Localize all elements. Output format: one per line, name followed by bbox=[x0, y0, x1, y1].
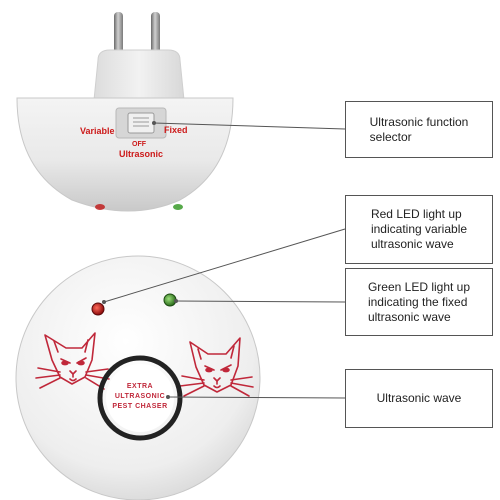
leader-line-selector bbox=[153, 122, 346, 130]
callout-ultrasonic-wave: Ultrasonic wave bbox=[345, 369, 493, 428]
leader-line-red-led bbox=[103, 228, 346, 303]
cat-graphic-right bbox=[179, 337, 254, 397]
badge-line-1: EXTRA bbox=[127, 383, 153, 390]
leader-dots bbox=[102, 121, 178, 399]
callout-green-led-text: Green LED light up indicating the fixed … bbox=[367, 279, 471, 324]
switch-ultrasonic-label: Ultrasonic bbox=[119, 149, 163, 159]
leader-dot-wave bbox=[166, 395, 170, 399]
callout-selector-text: Ultrasonic function selector bbox=[369, 114, 469, 144]
speaker-inner bbox=[106, 364, 174, 432]
leader-dot-selector bbox=[152, 121, 156, 125]
callout-red-led: Red LED light up indicating variable ult… bbox=[345, 195, 493, 264]
leader-dot-red-led bbox=[102, 300, 106, 304]
speaker-outer-ring bbox=[97, 355, 183, 441]
side-green-led bbox=[173, 204, 183, 210]
leader-line-wave bbox=[167, 396, 346, 399]
callout-red-led-text: Red LED light up indicating variable ult… bbox=[370, 207, 468, 251]
callout-selector: Ultrasonic function selector bbox=[345, 101, 493, 158]
side-red-led bbox=[95, 204, 105, 210]
selector-switch bbox=[127, 112, 155, 134]
switch-off-label: OFF bbox=[132, 141, 147, 148]
plug-pin-right bbox=[151, 12, 160, 58]
plug-pin-left bbox=[114, 12, 123, 58]
leader-line-green-led bbox=[175, 300, 346, 303]
switch-variable-label: Variable bbox=[80, 126, 115, 136]
leader-dot-green-led bbox=[174, 299, 178, 303]
leader-lines bbox=[103, 122, 346, 399]
switch-fixed-label: Fixed bbox=[164, 125, 188, 135]
cat-graphic-left bbox=[35, 332, 110, 390]
device-front-view: EXTRA ULTRASONIC PEST CHASER bbox=[15, 255, 261, 500]
badge-line-3: PEST CHASER bbox=[112, 403, 167, 410]
green-led bbox=[163, 293, 177, 307]
badge-line-2: ULTRASONIC bbox=[115, 393, 165, 400]
plug-block bbox=[93, 49, 185, 101]
red-led bbox=[91, 302, 105, 316]
device-side-view: Variable Fixed OFF Ultrasonic bbox=[16, 12, 234, 212]
device-dome bbox=[16, 97, 234, 212]
callout-ultrasonic-wave-text: Ultrasonic wave bbox=[376, 391, 462, 405]
callout-green-led: Green LED light up indicating the fixed … bbox=[345, 268, 493, 336]
